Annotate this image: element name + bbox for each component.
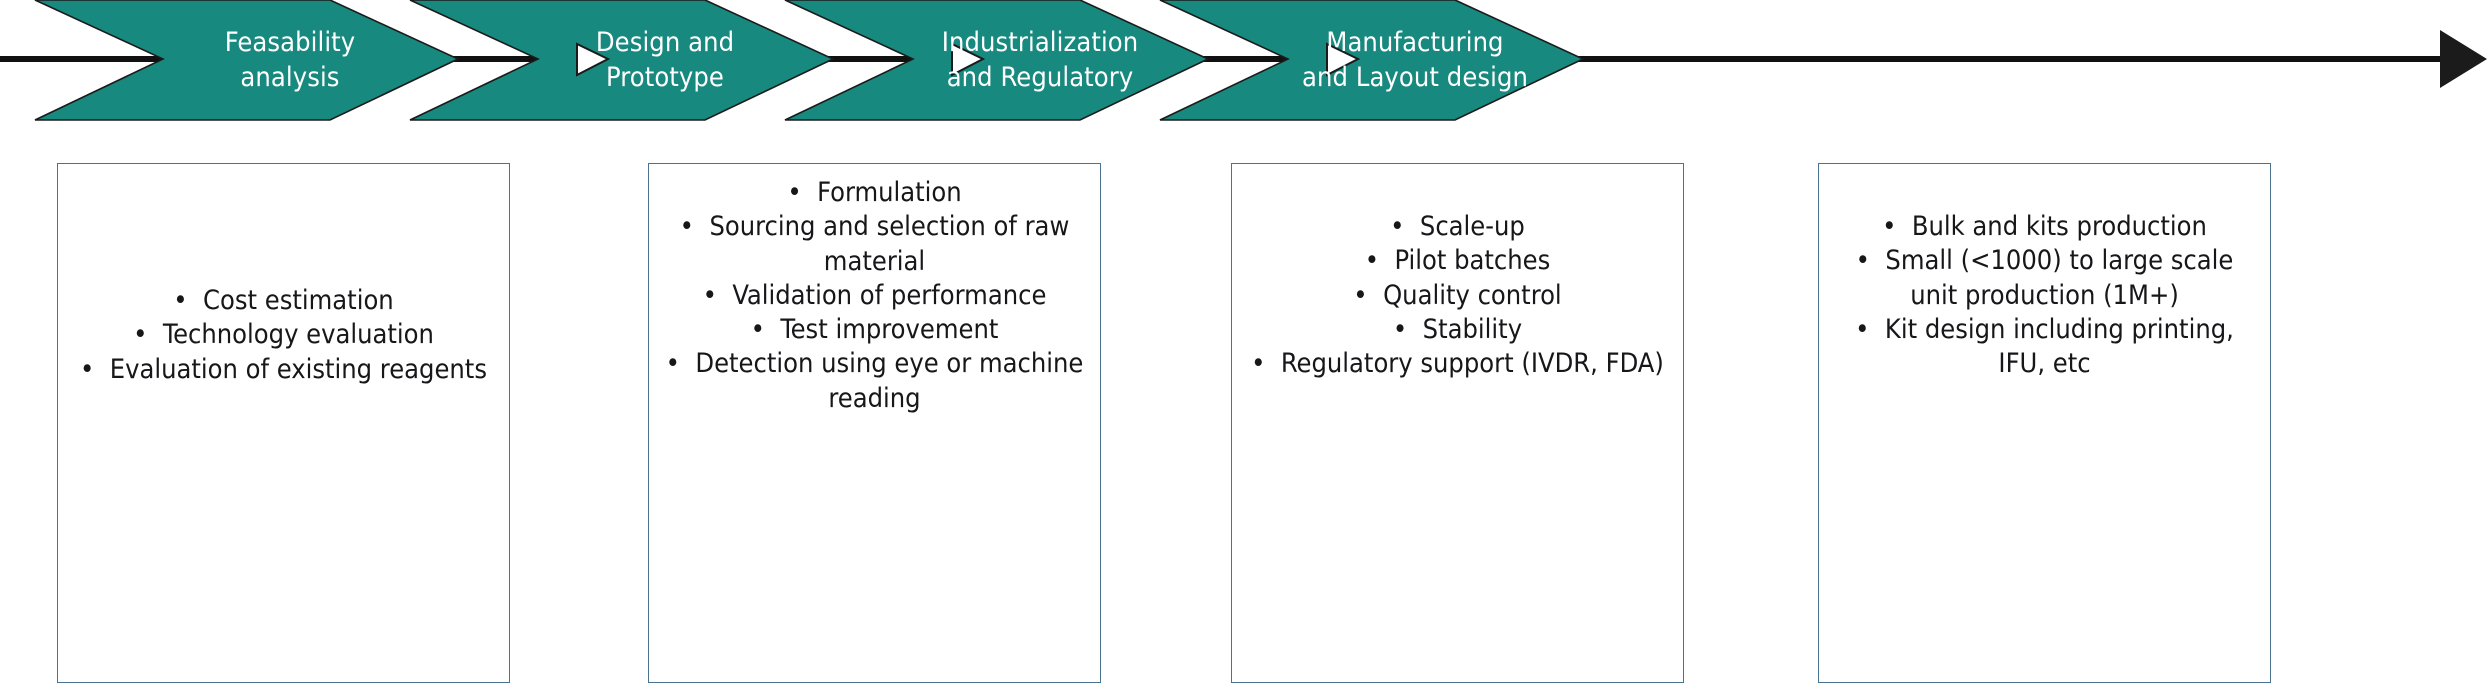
chevron-stage-4-label: Manufacturing and Layout design xyxy=(1302,26,1528,93)
bullet-item: Kit design including printing, IFU, etc xyxy=(1819,313,2270,382)
chevron-stage-3-label: Industrialization and Regulatory xyxy=(941,26,1139,93)
detail-box-stage-3[interactable]: Scale-upPilot batchesQuality controlStab… xyxy=(1231,163,1684,683)
bullet-item: Technology evaluation xyxy=(58,318,509,352)
bullet-item: Validation of performance xyxy=(649,279,1100,313)
chevron-stage-1-label: Feasability analysis xyxy=(224,26,356,93)
bullet-item: Detection using eye or machine reading xyxy=(649,347,1100,416)
detail-box-stage-2[interactable]: FormulationSourcing and selection of raw… xyxy=(648,163,1101,683)
chevron-stage-2-label: Design and Prototype xyxy=(595,26,735,93)
bullet-item: Cost estimation xyxy=(58,284,509,318)
bullet-item: Scale-up xyxy=(1232,210,1683,244)
bullet-item: Sourcing and selection of raw material xyxy=(649,210,1100,279)
bullet-item: Pilot batches xyxy=(1232,244,1683,278)
bullet-item: Evaluation of existing reagents xyxy=(58,353,509,387)
bullet-item: Formulation xyxy=(649,176,1100,210)
flow-arrowhead-icon xyxy=(2440,30,2487,88)
bullet-item: Stability xyxy=(1232,313,1683,347)
bullet-item: Quality control xyxy=(1232,279,1683,313)
detail-box-stage-4[interactable]: Bulk and kits productionSmall (<1000) to… xyxy=(1818,163,2271,683)
bullet-item: Regulatory support (IVDR, FDA) xyxy=(1232,347,1683,381)
bullet-item: Bulk and kits production xyxy=(1819,210,2270,244)
bullet-item: Test improvement xyxy=(649,313,1100,347)
detail-box-stage-1[interactable]: Cost estimationTechnology evaluationEval… xyxy=(57,163,510,683)
bullet-item: Small (<1000) to large scale unit produc… xyxy=(1819,244,2270,313)
process-flow-diagram: Feasability analysis Design and Prototyp… xyxy=(0,0,2487,661)
